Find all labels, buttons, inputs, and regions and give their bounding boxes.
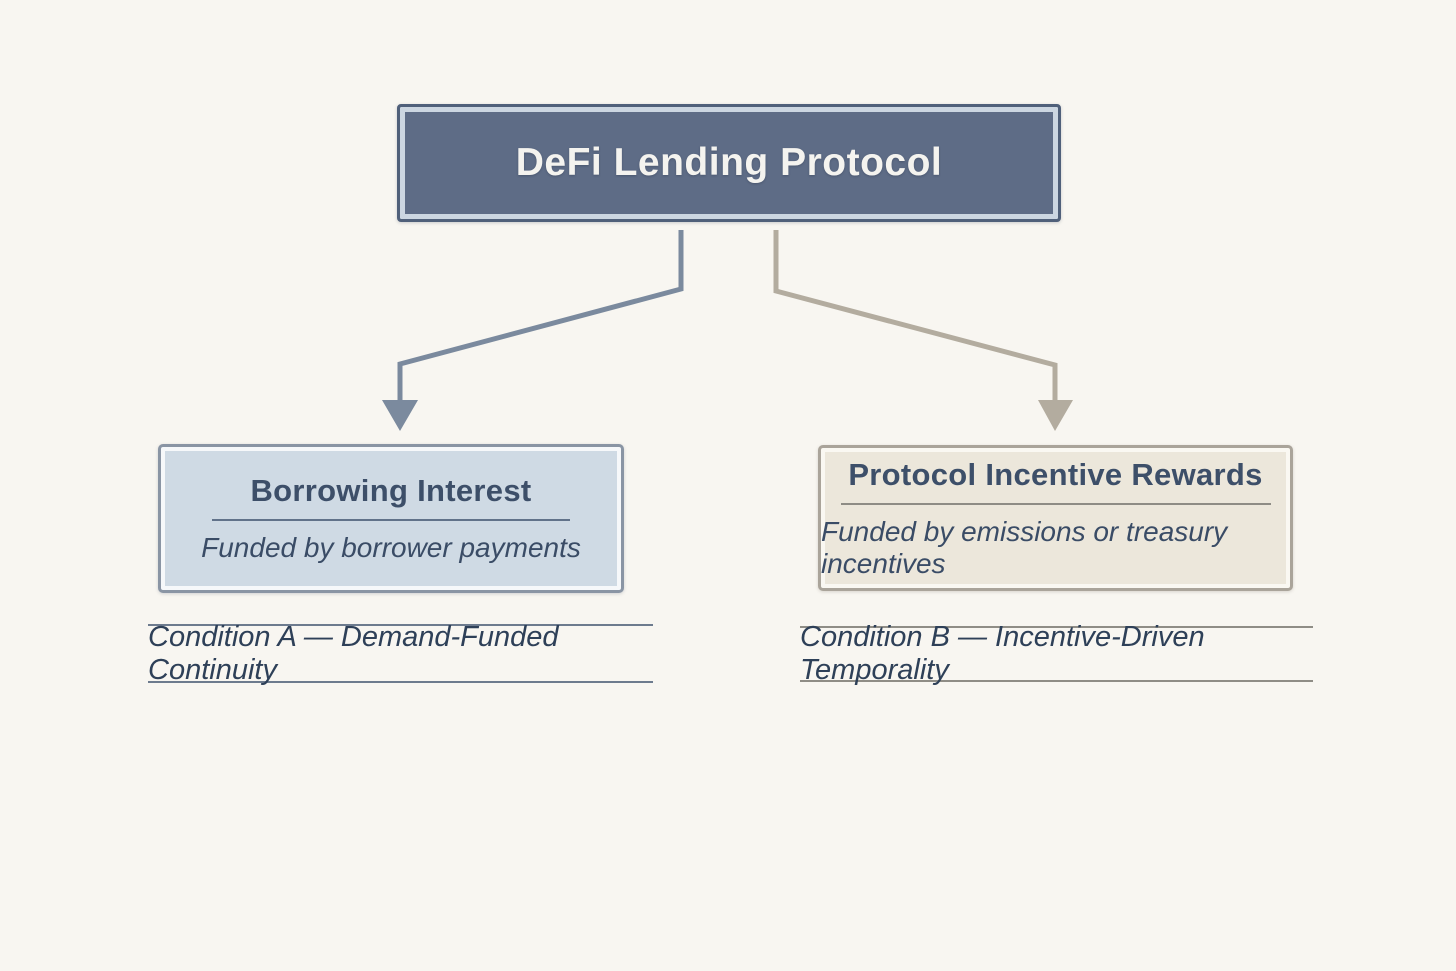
branch-box-borrowing-interest: Borrowing Interest Funded by borrower pa… <box>158 444 624 593</box>
left-branch-connector-line <box>397 230 684 402</box>
condition-b-label: Condition B — Incentive-Driven Temporali… <box>800 621 1205 686</box>
branch-subtitle: Funded by borrower payments <box>201 532 581 563</box>
right-branch-connector-line <box>773 230 1058 402</box>
condition-b-strip: Condition B — Incentive-Driven Temporali… <box>800 621 1313 686</box>
branch-title: Borrowing Interest <box>250 473 532 508</box>
right-branch-arrow <box>773 230 1073 431</box>
left-branch-arrowhead-icon <box>382 400 418 431</box>
condition-a-label: Condition A — Demand-Funded Continuity <box>148 620 559 686</box>
root-node-title: DeFi Lending Protocol <box>515 141 943 184</box>
condition-a-strip: Condition A — Demand-Funded Continuity <box>148 621 653 686</box>
root-node-defi-lending-protocol: DeFi Lending Protocol <box>397 104 1061 222</box>
branch-divider <box>840 502 1271 505</box>
left-branch-arrow <box>382 230 684 431</box>
branch-title: Protocol Incentive Rewards <box>848 456 1263 492</box>
right-branch-arrowhead-icon <box>1038 400 1073 431</box>
branch-divider <box>212 519 570 521</box>
branch-box-protocol-incentive-rewards: Protocol Incentive Rewards Funded by emi… <box>818 445 1293 591</box>
branch-subtitle: Funded by emissions or treasury incentiv… <box>821 515 1228 579</box>
